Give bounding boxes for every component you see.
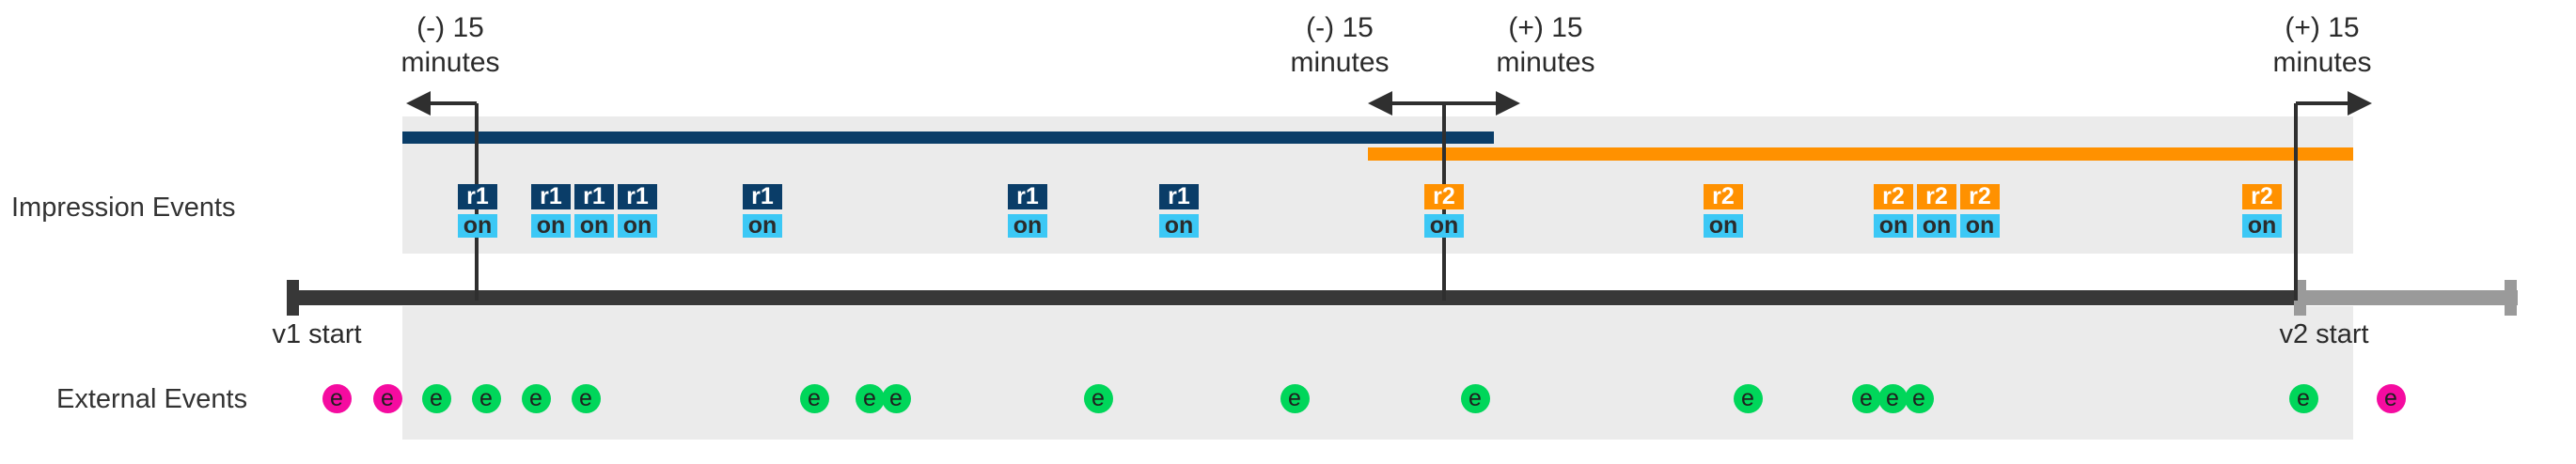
bar-v2-orange: [1368, 147, 2353, 161]
external-event-dot-green: e: [1851, 383, 1881, 413]
external-event-dot-green: e: [571, 383, 601, 413]
impression-chip-on: on: [531, 212, 571, 239]
impression-chip-on: on: [2242, 212, 2282, 239]
impression-chip-on: on: [1874, 212, 1913, 239]
impression-chip-r2: r2: [1704, 183, 1743, 209]
annotation-line-2: minutes: [1290, 46, 1390, 78]
impression-chip-on: on: [1424, 212, 1464, 239]
timeline-start-cap: [287, 280, 299, 316]
impression-chip-r1: r1: [618, 183, 657, 209]
impression-chip-on: on: [1159, 212, 1199, 239]
impression-chip-r2: r2: [1874, 183, 1913, 209]
impression-chip-r2: r2: [1424, 183, 1464, 209]
impression-chip-r1: r1: [1008, 183, 1047, 209]
external-event-dot-green: e: [1280, 383, 1310, 413]
bar-v1-navy: [402, 131, 1494, 144]
tick-v2-start: [2294, 103, 2298, 301]
arrow-ann-right-plus: [2296, 91, 2372, 116]
external-event-dot-green: e: [855, 383, 885, 413]
external-event-dot-pink: e: [372, 383, 402, 413]
arrow-ann-left-minus: [406, 91, 477, 116]
arrow-ann-mid-minus: [1368, 91, 1444, 116]
impression-chip-r2: r2: [1917, 183, 1956, 209]
timeline-active-segment: [289, 290, 2296, 305]
annotation-line-2: minutes: [1496, 46, 1595, 78]
impression-chip-on: on: [743, 212, 782, 239]
impression-chip-on: on: [1704, 212, 1743, 239]
annotation-line-1: (-) 15: [416, 12, 484, 43]
annotation-line-2: minutes: [401, 46, 500, 78]
impression-chip-on: on: [458, 212, 497, 239]
external-event-dot-green: e: [1733, 383, 1763, 413]
external-event-dot-green: e: [1083, 383, 1113, 413]
timeline-end-cap: [2505, 280, 2517, 316]
impression-chip-on: on: [1917, 212, 1956, 239]
external-event-dot-green: e: [799, 383, 829, 413]
arrow-ann-mid-plus: [1444, 91, 1520, 116]
external-event-dot-green: e: [1460, 383, 1490, 413]
annotation-line-1: (-) 15: [1306, 12, 1374, 43]
external-event-dot-pink: e: [322, 383, 352, 413]
v1-start-label: v1 start: [272, 319, 362, 349]
impression-chip-r1: r1: [743, 183, 782, 209]
external-event-dot-green: e: [1877, 383, 1908, 413]
impression-chip-r1: r1: [574, 183, 614, 209]
external-event-dot-green: e: [471, 383, 501, 413]
external-event-dot-green: e: [881, 383, 911, 413]
impression-chip-r1: r1: [531, 183, 571, 209]
annotation-line-1: (+) 15: [2285, 12, 2360, 43]
impression-chip-on: on: [574, 212, 614, 239]
row-label-impression-events: Impression Events: [11, 193, 236, 223]
impression-chip-r1: r1: [458, 183, 497, 209]
impression-chip-r1: r1: [1159, 183, 1199, 209]
annotation-line-1: (+) 15: [1508, 12, 1583, 43]
external-event-dot-pink: e: [2376, 383, 2406, 413]
impression-chip-on: on: [618, 212, 657, 239]
external-event-dot-green: e: [521, 383, 551, 413]
external-event-dot-green: e: [2288, 383, 2318, 413]
shaded-band-lower: [402, 306, 2353, 440]
impression-chip-on: on: [1960, 212, 2000, 239]
external-event-dot-green: e: [1904, 383, 1934, 413]
external-event-dot-green: e: [421, 383, 451, 413]
row-label-external-events: External Events: [56, 384, 248, 414]
impression-chip-r2: r2: [1960, 183, 2000, 209]
annotation-line-2: minutes: [2272, 46, 2372, 78]
v2-start-label: v2 start: [2279, 319, 2369, 349]
impression-chip-on: on: [1008, 212, 1047, 239]
timeline-inactive-segment: [2296, 290, 2518, 305]
impression-chip-r2: r2: [2242, 183, 2282, 209]
